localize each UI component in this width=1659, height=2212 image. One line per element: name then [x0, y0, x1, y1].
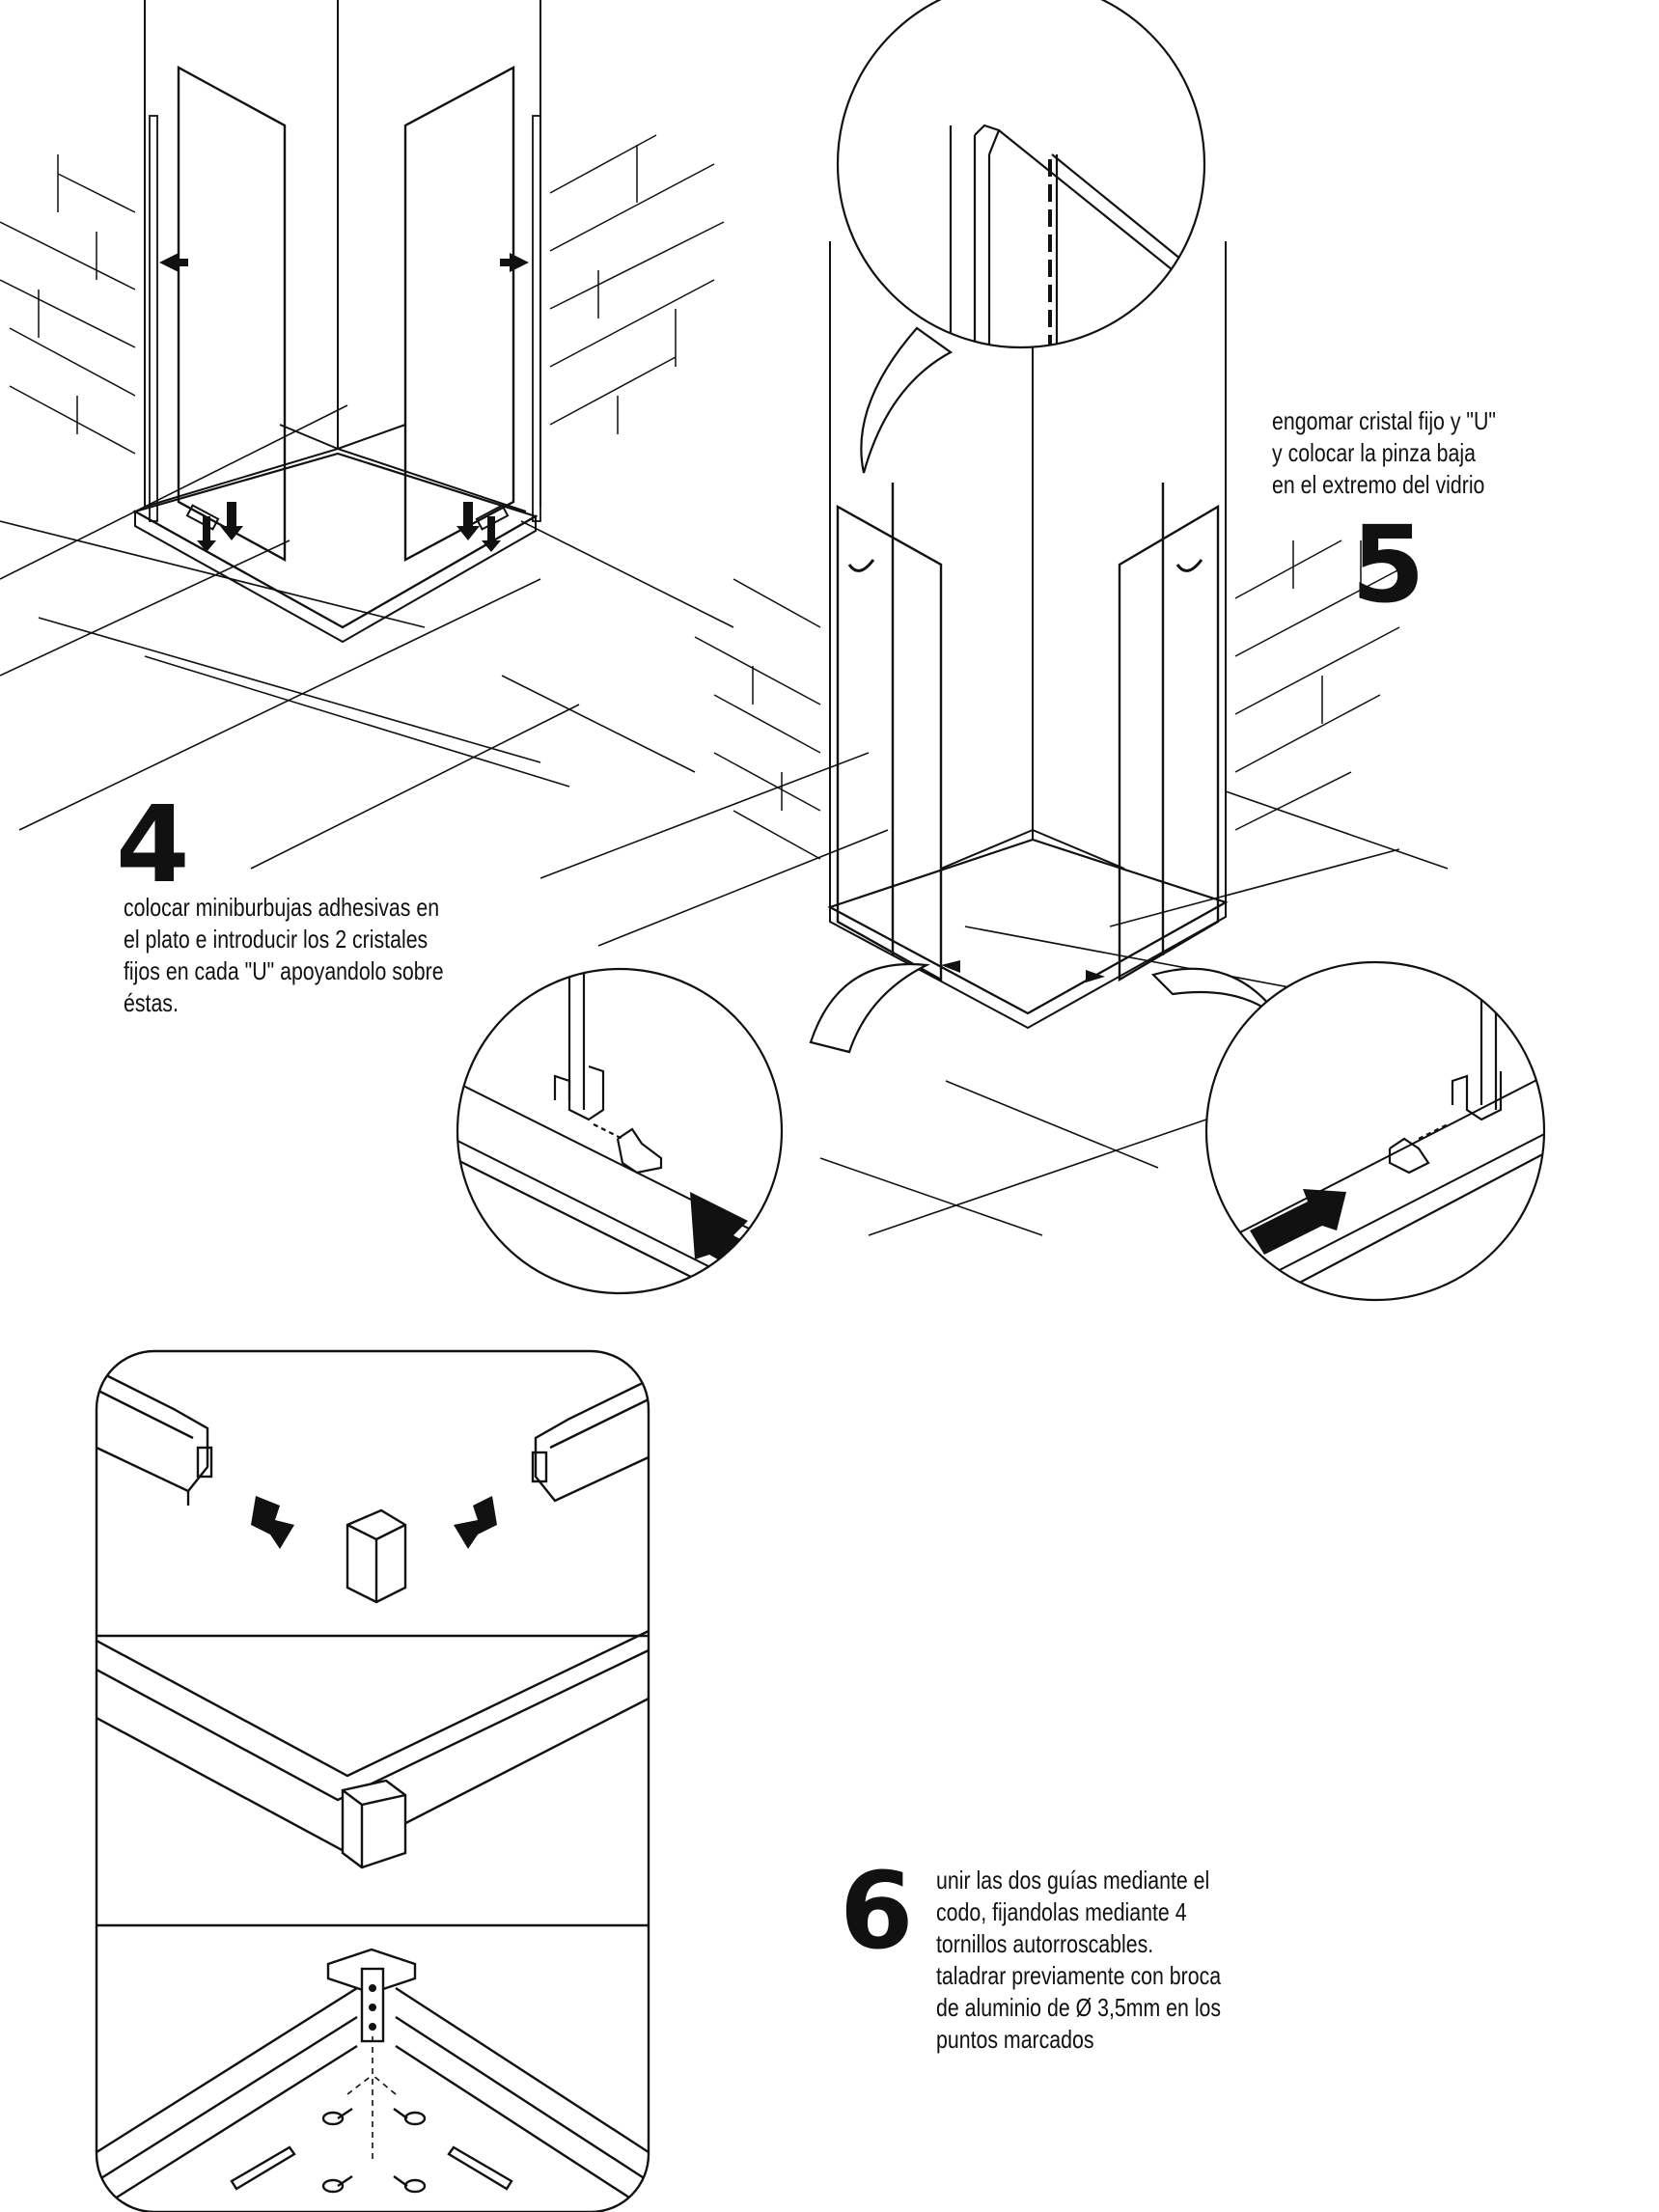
step-6-line: unir las dos guías mediante el [936, 1866, 1210, 1894]
zoom-bubble-top [836, 0, 1206, 474]
corner-connector-icon [346, 1508, 407, 1604]
arrow-icon [847, 559, 1203, 572]
step-6-line: de aluminio de Ø 3,5mm en los [936, 1993, 1222, 2022]
step-4-number: 4 [116, 783, 190, 906]
step-4-line: el plato e introducir los 2 cristales [124, 925, 429, 954]
step-4-caption: colocar miniburbujas adhesivas en el pla… [124, 892, 444, 1019]
right-wall-bricks [549, 134, 725, 434]
step-6-line: codo, fijandolas mediante 4 [936, 1897, 1187, 1926]
step5-illustration [539, 241, 1449, 1236]
screw-icon [321, 2108, 427, 2194]
arrow-icon [159, 253, 529, 552]
step-6-number: 6 [840, 1849, 914, 1973]
step-4-line: fijos en cada "U" apoyandolo sobre [124, 956, 444, 985]
step-6-line: puntos marcados [936, 2025, 1094, 2054]
step-5-line: engomar cristal fijo y "U" [1272, 406, 1496, 435]
step-5-line: en el extremo del vidrio [1272, 470, 1485, 499]
left-wall-bricks [0, 154, 136, 455]
step-6-line: taladrar previamente con broca [936, 1961, 1222, 1990]
step-6-caption: unir las dos guías mediante el codo, fij… [936, 1865, 1221, 2056]
step-5-number: 5 [1351, 503, 1425, 626]
arrow-icon [251, 1496, 294, 1549]
zoom-bubble-right [1150, 960, 1546, 1302]
arrow-icon [1250, 1189, 1346, 1255]
glass-panel-left [177, 65, 287, 563]
arrow-icon [454, 1496, 497, 1549]
glass-panel-right [403, 65, 515, 563]
step4-illustration [0, 0, 734, 870]
glass-panel-left-5 [836, 504, 943, 982]
step6-illustration [95, 1349, 650, 2212]
step-6-line: tornillos autorroscables. [936, 1929, 1154, 1958]
step-5-caption: engomar cristal fijo y "U" y colocar la … [1272, 405, 1496, 501]
glass-panel-right-5 [1118, 504, 1220, 982]
floor-tiles [0, 404, 734, 870]
step-5-line: y colocar la pinza baja [1272, 438, 1476, 467]
step-4-line: éstas. [124, 988, 179, 1017]
step-4-line: colocar miniburbujas adhesivas en [124, 893, 440, 922]
zoom-bubble-left [456, 962, 930, 1295]
